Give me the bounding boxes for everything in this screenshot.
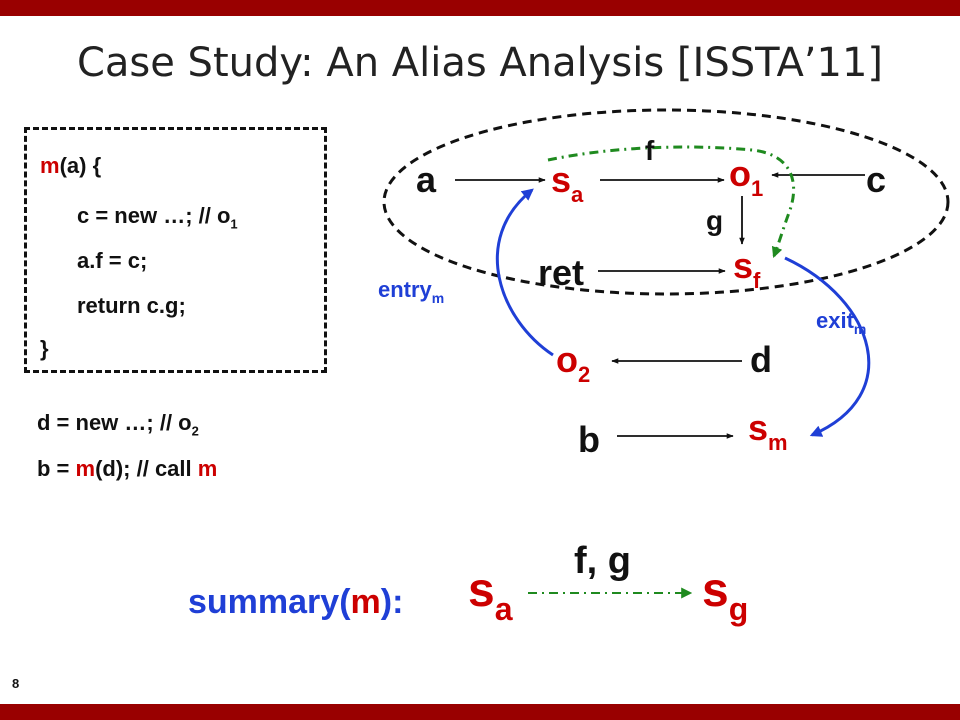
slide-title: Case Study: An Alias Analysis [ISSTA’11] [76, 40, 884, 86]
edge-label-g: g [706, 205, 723, 236]
code-call-method: m [75, 456, 96, 481]
code-line-field-store: a.f = c; [77, 248, 148, 273]
page-number: 8 [12, 676, 20, 691]
code-line-alloc-o2-sub: 2 [191, 423, 199, 439]
summary-edge-label: f, g [574, 540, 631, 582]
node-c: c [866, 159, 886, 200]
node-ret: ret [538, 252, 584, 293]
method-code-box [24, 127, 327, 373]
bottom-bar [0, 704, 960, 720]
code-call-mid: (d); // call [95, 456, 198, 481]
edge-label-exit: exitm [816, 308, 866, 337]
code-call-method-end: m [197, 456, 218, 481]
code-line-alloc-o1-sub: 1 [230, 216, 238, 232]
top-bar [0, 0, 960, 16]
code-line-alloc-o2: d = new …; // o2 [37, 410, 199, 438]
node-s-a: sa [551, 159, 584, 207]
code-method-close: } [40, 336, 49, 361]
code-method-params: (a) { [59, 153, 102, 178]
code-method-name: m [40, 153, 60, 178]
node-o2: o2 [556, 339, 590, 387]
code-line-alloc-o1: c = new …; // o1 [77, 203, 238, 231]
code-line-call: b = m(d); // call m [37, 456, 217, 482]
node-s-f: sf [733, 245, 761, 293]
edge-label-f: f [645, 135, 655, 166]
code-line-alloc-o1-text: c = new …; // o [77, 203, 231, 228]
summary-label: summary(m): [188, 583, 403, 621]
node-d: d [750, 339, 772, 380]
node-b: b [578, 419, 600, 460]
edge-label-entry: entrym [378, 277, 444, 306]
edge-entry-m [495, 188, 554, 357]
node-a: a [416, 159, 437, 200]
code-method-signature: m(a) { [40, 153, 101, 179]
edge-exit-m [784, 256, 871, 437]
method-scope-ellipse [382, 108, 950, 296]
edge-summary-path [547, 145, 796, 259]
code-call-prefix: b = [37, 456, 76, 481]
node-s-m: sm [748, 407, 788, 455]
node-o1: o1 [729, 153, 763, 201]
summary-from-node: sa [468, 564, 513, 627]
summary-to-node: sg [702, 564, 748, 627]
code-line-return: return c.g; [77, 293, 186, 318]
code-line-alloc-o2-text: d = new …; // o [37, 410, 192, 435]
